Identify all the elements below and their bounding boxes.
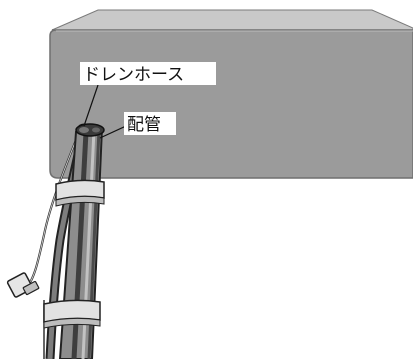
piping-end [75, 123, 105, 137]
drain-hose-callout: ドレンホース [80, 62, 216, 127]
lower-clamp-band [43, 299, 101, 329]
power-cable [6, 129, 82, 359]
piping-label: 配管 [127, 115, 161, 135]
unit-front-face [49, 29, 413, 179]
drain-hose-label: ドレンホース [83, 65, 184, 85]
plug-connector-icon [6, 272, 40, 298]
unit-top-face [51, 9, 413, 31]
piping-label-box [124, 112, 176, 135]
upper-clamp-band [55, 179, 105, 207]
outdoor-unit [49, 9, 413, 179]
drain-hose-label-box [80, 62, 216, 85]
piping-callout: 配管 [99, 112, 176, 139]
drain-hose-leader-line [83, 84, 99, 127]
piping-leader-line [99, 125, 127, 139]
